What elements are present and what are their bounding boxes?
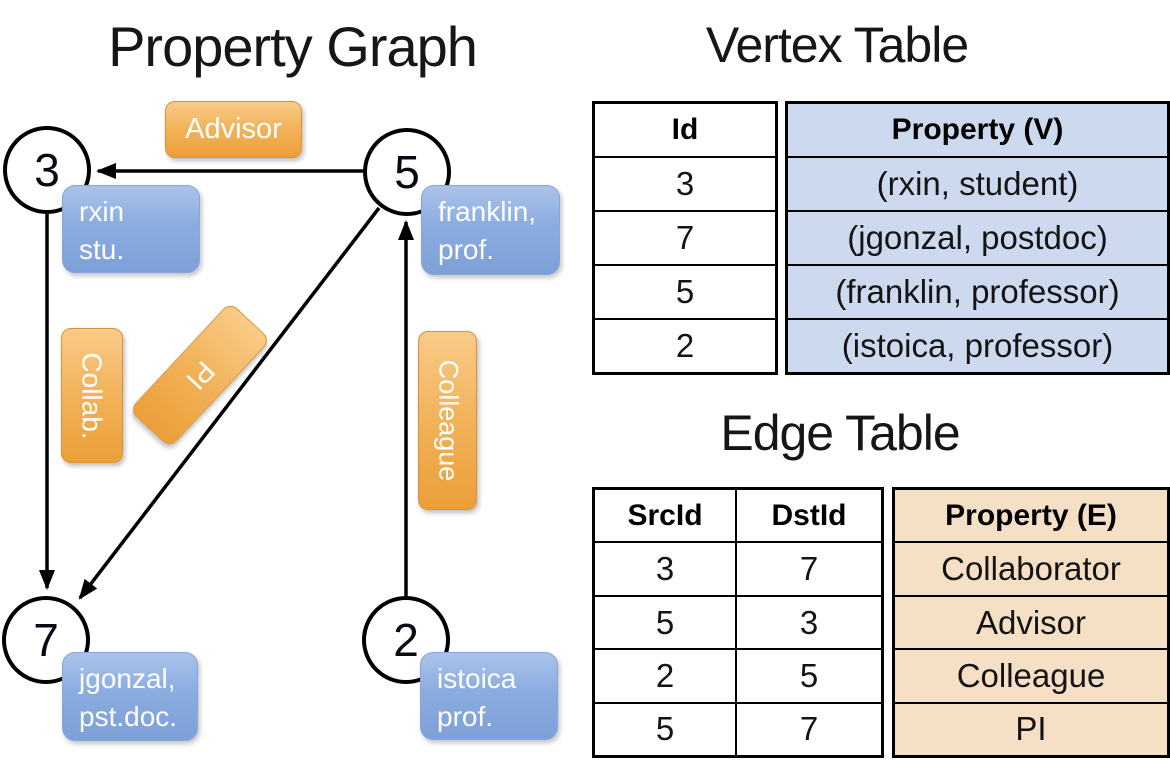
edge-dst-cell: 5 [799,656,819,694]
edge-table-title: Edge Table [720,405,960,461]
edge-header-property: Property (E) [945,498,1117,532]
property-box-rxin-line1: rxin [79,196,125,227]
node-2-id: 2 [393,614,419,666]
property-box-istoica-line2: prof. [437,701,494,732]
edge-src-cell: 5 [595,703,737,756]
edge-header-dstid: DstId [771,498,847,532]
vertex-property-cell: (istoica, professor) [841,327,1114,364]
property-graph-title: Property Graph [108,15,478,78]
table-row: (franklin, professor) [788,264,1167,318]
edge-label-pi-text: PI [180,355,221,396]
edge-table-src-dst-columns: SrcId DstId 3 7 5 3 2 5 5 7 [592,487,884,758]
table-row: 2 5 [595,648,881,702]
edge-label-collab-text: Collab. [77,351,109,440]
vertex-header-id: Id [671,113,699,146]
table-row: 5 [595,264,775,318]
edge-label-colleague-text: Colleague [433,359,463,482]
edge-property-cell: Colleague [956,656,1106,694]
edge-label-colleague: Colleague [418,331,477,510]
table-row: Collaborator [895,541,1167,594]
vertex-property-cell: (rxin, student) [876,165,1079,202]
table-row: Colleague [895,648,1167,701]
property-box-jgonzal: jgonzal, pst.doc. [62,652,198,741]
edge-property-cell: Collaborator [941,550,1121,588]
property-box-istoica: istoica prof. [420,652,558,740]
edge-header-srcid: SrcId [595,490,737,542]
edge-src-cell: 2 [595,650,737,702]
edge-src-cell: 3 [595,543,737,595]
property-box-franklin: franklin, prof. [421,185,560,275]
vertex-property-cell: (franklin, professor) [835,273,1120,310]
property-box-jgonzal-line1: jgonzal, [79,663,176,694]
node-5-id: 5 [394,146,420,198]
vertex-table-title: Vertex Table [705,17,969,73]
vertex-header-property: Property (V) [891,113,1064,146]
property-box-rxin-line2: stu. [79,234,125,265]
edge-5-to-7 [78,206,381,600]
node-3-id: 3 [34,144,60,196]
table-row: (rxin, student) [788,156,1167,210]
edge-table: SrcId DstId 3 7 5 3 2 5 5 7 Property (E)… [592,487,1170,758]
edge-property-cell: Advisor [975,603,1087,641]
table-row: Advisor [895,594,1167,648]
vertex-id-cell: 3 [675,165,695,202]
graph-edges [39,163,414,600]
table-row: 3 7 [595,541,881,595]
vertex-id-cell: 7 [675,219,695,256]
node-2: 2 [362,596,450,684]
table-row: 5 7 [595,701,881,756]
node-5: 5 [363,128,451,216]
table-row: (istoica, professor) [788,318,1167,372]
edge-label-advisor: Advisor [165,101,302,158]
property-box-franklin-line1: franklin, [438,196,537,227]
edge-src-cell: 5 [595,596,737,649]
edge-table-property-column: Property (E) Collaborator Advisor Collea… [892,487,1170,758]
vertex-table-property-column: Property (V) (rxin, student) (jgonzal, p… [785,101,1170,375]
vertex-table: Id 3 7 5 2 Property (V) (rxin, student) … [592,101,1170,375]
vertex-id-cell: 5 [675,273,695,310]
property-box-istoica-line1: istoica [437,663,517,694]
table-row: 5 3 [595,594,881,649]
edge-dst-cell: 7 [799,710,819,748]
table-row: 2 [595,318,775,372]
vertex-id-cell: 2 [675,327,695,364]
edge-label-advisor-text: Advisor [185,113,282,145]
vertex-table-id-column: Id 3 7 5 2 [592,101,778,375]
table-row: 7 [595,210,775,264]
edge-dst-cell: 3 [799,603,819,641]
property-box-franklin-line2: prof. [438,234,495,265]
edge-property-cell: PI [1015,710,1047,748]
table-row: (jgonzal, postdoc) [788,210,1167,264]
table-row: PI [895,701,1167,755]
table-row: 3 [595,156,775,210]
edge-dst-cell: 7 [799,550,819,588]
property-box-rxin: rxin stu. [62,185,200,273]
vertex-property-cell: (jgonzal, postdoc) [847,219,1108,256]
property-box-jgonzal-line2: pst.doc. [79,701,178,732]
edge-label-collab: Collab. [61,328,123,463]
node-7-id: 7 [33,614,59,666]
